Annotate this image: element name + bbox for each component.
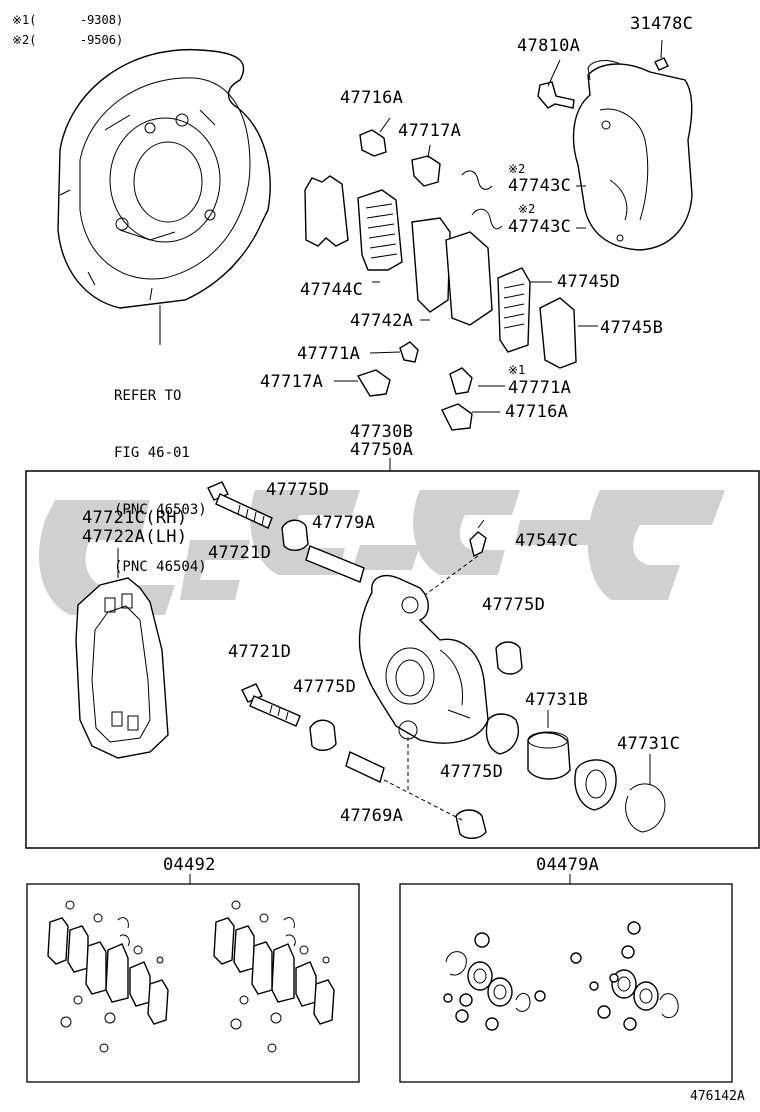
label-47775d-d[interactable]: 47775D <box>440 762 504 782</box>
label-47743c-2[interactable]: 47743C <box>508 217 572 237</box>
note-2-text: ( -9506) <box>29 33 124 47</box>
kit-04479a-frame <box>399 883 733 1083</box>
label-47721c-rh[interactable]: 47721C(RH) <box>82 508 188 528</box>
refer-line-2: FIG 46-01 <box>114 445 190 461</box>
label-47745b[interactable]: 47745B <box>600 318 664 338</box>
label-47775d-c[interactable]: 47775D <box>293 677 357 697</box>
torque-plate-drawing <box>75 548 169 759</box>
label-47717a-low[interactable]: 47717A <box>260 372 324 392</box>
backing-plate-drawing <box>57 48 271 345</box>
label-04492[interactable]: 04492 <box>163 855 216 875</box>
refer-line-4: (PNC 46504) <box>114 559 207 575</box>
figure-id: 476142A <box>690 1089 745 1104</box>
kit-04492-frame <box>26 883 360 1083</box>
refer-line-3: (PNC 46503) <box>114 502 207 518</box>
label-47716a-low[interactable]: 47716A <box>505 402 569 422</box>
watermark <box>38 490 725 615</box>
label-47771a-right[interactable]: 47771A <box>508 378 572 398</box>
label-47775d-a[interactable]: 47775D <box>266 480 330 500</box>
mark-1: ※1 <box>508 363 526 377</box>
caliper-body-drawing <box>358 574 666 833</box>
label-47775d-b[interactable]: 47775D <box>482 595 546 615</box>
label-47721d-b[interactable]: 47721D <box>228 642 292 662</box>
mark-2a: ※2 <box>508 162 526 176</box>
refer-note: REFER TO FIG 46-01 (PNC 46503) (PNC 4650… <box>114 349 207 596</box>
label-47779a[interactable]: 47779A <box>312 513 376 533</box>
label-47743c-1[interactable]: 47743C <box>508 176 572 196</box>
label-47745d[interactable]: 47745D <box>557 272 621 292</box>
hardware-drawing <box>207 481 523 839</box>
label-47547c[interactable]: 47547C <box>515 531 579 551</box>
kit-04492-contents <box>47 900 335 1053</box>
label-47771a-left[interactable]: 47771A <box>297 344 361 364</box>
label-47731c[interactable]: 47731C <box>617 734 681 754</box>
label-47721d-a[interactable]: 47721D <box>208 543 272 563</box>
refer-line-1: REFER TO <box>114 388 182 404</box>
note-1-mark: ※1 <box>12 13 30 27</box>
label-47769a[interactable]: 47769A <box>340 806 404 826</box>
note-2-mark: ※2 <box>12 33 30 47</box>
caliper-assembly-frame <box>25 470 760 849</box>
pads-drawing <box>304 117 598 431</box>
note-1: ※1( -9308) <box>12 14 123 26</box>
label-47716a-top[interactable]: 47716A <box>340 88 404 108</box>
label-47750a[interactable]: 47750A <box>350 440 414 460</box>
label-47731b[interactable]: 47731B <box>525 690 589 710</box>
label-31478c[interactable]: 31478C <box>630 14 694 34</box>
label-47810a[interactable]: 47810A <box>517 36 581 56</box>
kit-04479a-contents <box>443 921 679 1031</box>
label-47730b[interactable]: 47730B <box>350 422 414 442</box>
mark-2b: ※2 <box>518 202 536 216</box>
note-1-text: ( -9308) <box>29 13 124 27</box>
label-47742a[interactable]: 47742A <box>350 311 414 331</box>
upper-caliper-drawing <box>537 39 693 251</box>
note-2: ※2( -9506) <box>12 34 123 46</box>
label-04479a[interactable]: 04479A <box>536 855 600 875</box>
label-47722a-lh[interactable]: 47722A(LH) <box>82 527 188 547</box>
label-47744c[interactable]: 47744C <box>300 280 364 300</box>
label-47717a-top[interactable]: 47717A <box>398 121 462 141</box>
